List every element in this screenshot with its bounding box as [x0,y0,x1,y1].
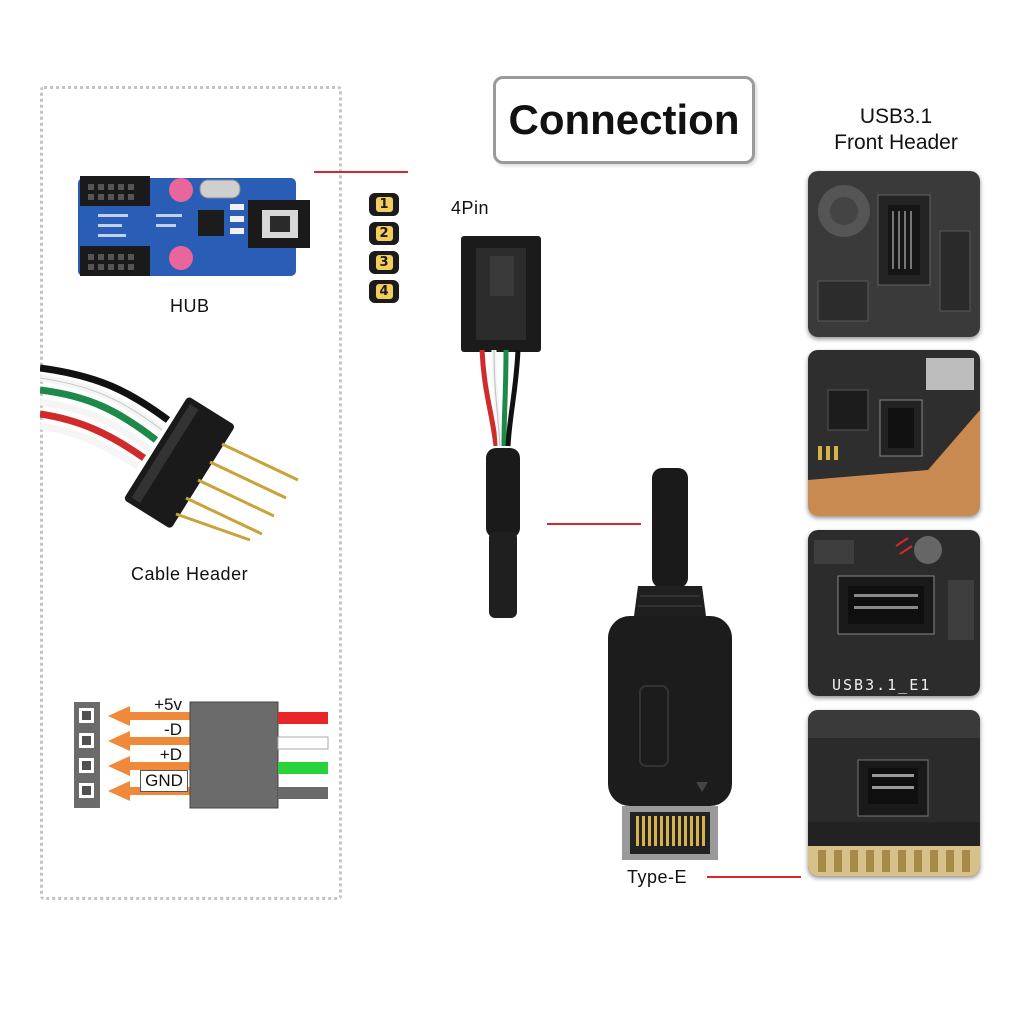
pinout-diagram: +5v -D +D GND [72,695,334,814]
cable-header-label: Cable Header [131,564,249,584]
four-pin-label: 4Pin [451,198,490,218]
pin-badge-4: 4 [369,280,399,303]
motherboard-photo-3: USB3.1_E1 [808,530,980,696]
pinout-label-5v: +5v [154,695,182,714]
connection-title: Connection [493,76,755,164]
pin-badge-1: 1 [369,193,399,216]
pinout-label-gnd: GND [140,770,188,792]
usb31-e1-silkscreen: USB3.1_E1 [832,676,931,694]
motherboard-photo-1 [808,171,980,337]
motherboard-photo-4 [808,710,980,876]
hub-connector-line [314,171,408,173]
front-header-title: USB3.1 Front Header [810,104,982,156]
type-e-label: Type-E [627,867,688,887]
hub-board-image [78,174,314,285]
motherboard-photo-2 [808,350,980,516]
hub-label: HUB [170,296,210,316]
front-header-title-line1: USB3.1 [859,105,933,128]
cable-header-image [39,356,310,547]
type-e-connector-line-bottom [707,876,801,878]
pinout-label-minus-d: -D [164,720,182,739]
pin-badge-3: 3 [369,251,399,274]
four-pin-connector-image [456,232,546,627]
pin-badge-2: 2 [369,222,399,245]
type-e-connector-line-top [547,523,641,525]
front-header-title-line2: Front Header [834,131,958,154]
type-e-connector-image [600,466,740,871]
left-info-panel [40,86,342,900]
pinout-label-plus-d: +D [159,745,182,764]
